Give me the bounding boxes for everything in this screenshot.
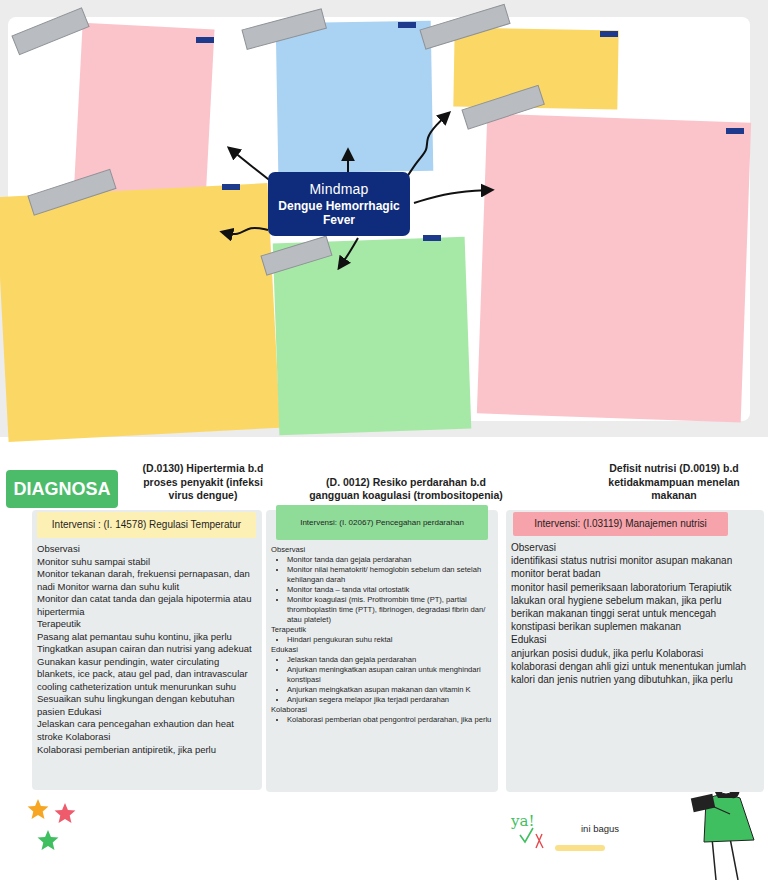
mindmap-arrow [414, 190, 492, 203]
diagnosis-panel: (D.0130) Hipertermia b.d proses penyakit… [32, 510, 262, 790]
mindmap-label: Mindmap [310, 181, 369, 197]
intervention-item: Monitor tekanan darah, frekuensi pernapa… [37, 568, 257, 593]
intervention-item: Monitor koagulasi (mis. Prothrombin time… [287, 595, 493, 625]
intervention-item: Monitor nilai hematokrit/ hemoglobin seb… [287, 565, 493, 585]
tape [462, 85, 544, 129]
sticky-note [477, 113, 751, 422]
section-heading: Edukasi [511, 633, 759, 646]
intervention-title: Intervensi: (I.03119) Manajemen nutrisi [534, 518, 707, 530]
intervention-title: Intervensi : (I. 14578) Regulasi Tempera… [52, 519, 241, 531]
intervention-item: Anjurkan meningkatkan asupan cairan untu… [287, 665, 493, 685]
section-heading: Observasi [271, 545, 493, 555]
intervention-item: lakukan oral hygiene sebelum makan, jika… [511, 594, 759, 607]
highlight-bar [555, 845, 605, 851]
mindmap-arrow [229, 148, 272, 182]
diagnosis-panel: (D. 0012) Resiko perdarahan b.d gangguan… [266, 510, 498, 792]
mindmap-arrow [405, 113, 449, 180]
pin-tab [600, 31, 618, 37]
tape [242, 9, 326, 50]
intervention-item: Hindari pengukuran suhu rektal [287, 635, 493, 645]
section-heading: Terapeutik [37, 618, 257, 631]
intervention-title: Intervensi: (I. 02067) Pencegahan perdar… [300, 518, 464, 527]
tape [28, 169, 116, 215]
intervention-item: berikan makanan tinggi serat untuk mence… [511, 607, 759, 633]
intervention-item: Anjurkan meingkatkan asupan makanan dan … [287, 685, 493, 695]
legs [712, 838, 738, 880]
diagnosis-heading: Defisit nutrisi (D.0019) b.d ketidakmamp… [596, 462, 752, 503]
tape [12, 8, 89, 55]
intervention-item: Tingkatkan asupan cairan dan nutrisi yan… [37, 643, 257, 656]
sticky-note [0, 183, 280, 442]
intervention-band: Intervensi : (I. 14578) Regulasi Tempera… [37, 512, 256, 538]
diagnosis-panel: Defisit nutrisi (D.0019) b.d ketidakmamp… [506, 510, 764, 792]
pin-tab [726, 128, 744, 134]
tablet [691, 794, 715, 812]
intervention-item: kolaborasi dengan ahli gizi untuk menent… [511, 660, 759, 686]
intervention-item: identifikasi status nutrisi monitor asup… [511, 554, 759, 580]
intervention-band: Intervensi: (I. 02067) Pencegahan perdar… [276, 505, 488, 540]
intervention-item: Gunakan kasur pendingin, water circulati… [37, 656, 257, 694]
check-mark [520, 828, 533, 842]
intervention-item: Jelaskan tanda dan gejala perdarahan [287, 655, 493, 665]
pin-tab [196, 37, 214, 43]
intervention-item: Monitor tanda dan gejala perdarahan [287, 555, 493, 565]
intervention-item: Kolaborasi pemberian antipiretik, jika p… [37, 744, 257, 757]
intervention-item: Monitor dan catat tanda dan gejala hipot… [37, 593, 257, 618]
intervention-band: Intervensi: (I.03119) Manajemen nutrisi [513, 512, 728, 536]
intervention-item: Anjurkan segera melapor jika terjadi per… [287, 695, 493, 705]
sticky-note [273, 237, 472, 436]
intervention-list: ObservasiMonitor tanda dan gejala perdar… [271, 545, 493, 725]
intervention-item: Pasang alat pemantau suhu kontinu, jika … [37, 631, 257, 644]
intervention-item: Sesuaikan suhu lingkungan dengan kebutuh… [37, 693, 257, 718]
mindmap-arrow [347, 150, 349, 172]
diagnosis-heading: (D.0130) Hipertermia b.d proses penyakit… [136, 462, 270, 503]
intervention-list: Observasiidentifikasi status nutrisi mon… [511, 541, 759, 686]
section-heading: Observasi [37, 543, 257, 556]
star [28, 799, 49, 819]
section-heading: Terapeutik [271, 625, 493, 635]
pin-tab [423, 235, 441, 241]
handwritten-note: ya! [511, 812, 534, 830]
note-text: ini bagus [581, 823, 619, 834]
star [38, 830, 59, 850]
section-heading: Edukasi [271, 645, 493, 655]
mindmap-arrow [222, 228, 268, 234]
sticky-note [276, 21, 434, 174]
star [55, 803, 76, 823]
intervention-item: Monitor tanda – tanda vital ortostatik [287, 585, 493, 595]
tape [420, 4, 510, 49]
section-heading: Observasi [511, 541, 759, 554]
intervention-item: Jelaskan cara pencegahan exhaution dan h… [37, 718, 257, 743]
pin-tab [398, 22, 416, 28]
central-topic: MindmapDengue Hemorrhagic Fever [268, 172, 410, 236]
tape [261, 236, 332, 275]
arm [712, 806, 730, 814]
intervention-item: Monitor suhu sampai stabil [37, 556, 257, 569]
intervention-item: monitor hasil pemeriksaan laboratorium T… [511, 581, 759, 594]
pin-tab [222, 184, 240, 190]
section-heading: Kolaborasi [271, 705, 493, 715]
section-title: DIAGNOSA [13, 479, 110, 500]
intervention-list: ObservasiMonitor suhu sampai stabilMonit… [37, 543, 257, 756]
diagnosis-heading: (D. 0012) Resiko perdarahan b.d gangguan… [306, 476, 506, 503]
intervention-item: anjurkan posisi duduk, jika perlu Kolabo… [511, 647, 759, 660]
topic-title: Dengue Hemorrhagic Fever [274, 199, 404, 228]
intervention-item: Kolaborasi pemberian obat pengontrol per… [287, 715, 493, 725]
section-tag: DIAGNOSA [6, 470, 118, 508]
cross-mark [536, 834, 543, 848]
mindmap-arrow [339, 238, 358, 268]
